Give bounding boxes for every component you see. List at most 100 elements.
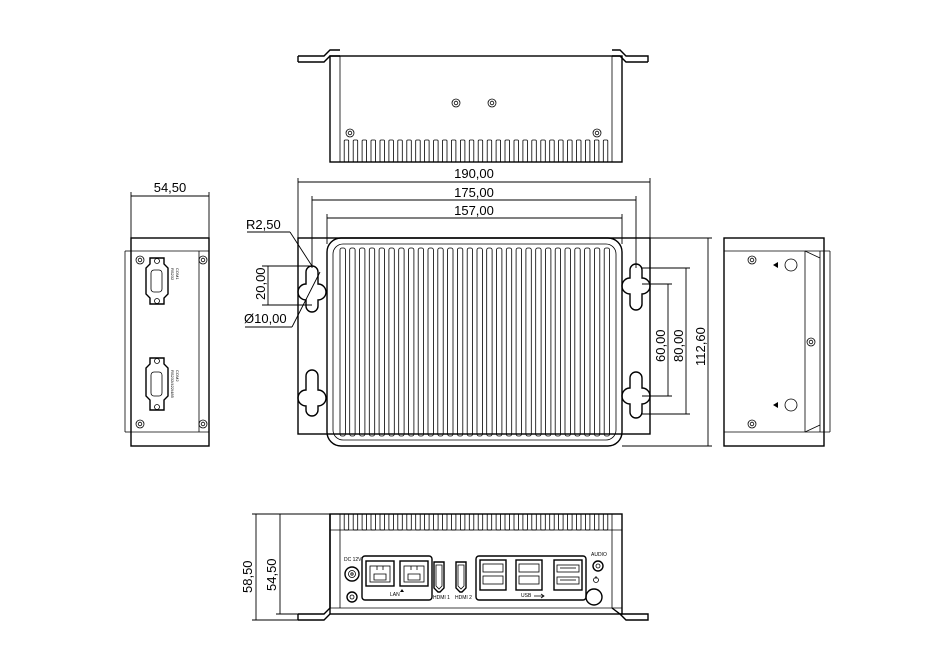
- heatsink-fin: [456, 247, 464, 437]
- top-view: [297, 49, 649, 163]
- fin: [513, 139, 519, 163]
- fin: [424, 139, 430, 163]
- dim-radius-label: R2,50: [246, 217, 281, 232]
- com1-sublabel: RS232: [170, 268, 175, 281]
- fin: [379, 513, 385, 531]
- heatsink-fin: [545, 247, 552, 437]
- fin: [522, 513, 528, 531]
- dim-side-width: 54,50: [130, 180, 210, 238]
- fin: [576, 513, 582, 531]
- hdmi1-label: HDMI 1: [433, 595, 450, 601]
- fin: [594, 513, 600, 531]
- fin: [549, 513, 555, 531]
- heatsink-fin: [584, 247, 591, 437]
- fin: [585, 513, 591, 531]
- fin: [459, 139, 466, 163]
- fin: [567, 139, 573, 163]
- fin: [450, 513, 457, 531]
- main-view: [297, 237, 651, 447]
- dim-width-body-label: 157,00: [454, 203, 494, 218]
- fin: [522, 139, 528, 163]
- heatsink-fin: [496, 247, 503, 437]
- com2-sublabel: RS232/422/485: [170, 370, 175, 399]
- heatsink-fin: [349, 247, 356, 437]
- fin: [477, 139, 484, 163]
- power-symbol-icon: [593, 576, 599, 583]
- fin: [549, 139, 555, 163]
- left-side-body: [130, 237, 210, 447]
- lan-port-group: [361, 555, 433, 601]
- usb-port-2-icon: [515, 559, 543, 591]
- fin: [585, 139, 591, 163]
- heatsink-fin: [359, 247, 366, 437]
- fin: [468, 513, 475, 531]
- com1-connector-icon: [145, 257, 169, 305]
- dim-height-body-label: 54,50: [264, 558, 279, 591]
- fin: [486, 513, 493, 531]
- keyhole-slot-top-left: [297, 265, 327, 313]
- hdmi1-port-icon: [433, 561, 445, 593]
- com2-connector-icon: [145, 357, 169, 411]
- fin: [540, 139, 546, 163]
- heatsink-fin: [408, 247, 415, 437]
- fin: [442, 513, 448, 531]
- fin: [558, 513, 564, 531]
- heatsink-fin: [486, 247, 493, 437]
- heatsink-fin: [388, 247, 395, 437]
- top-view-right-flange: [612, 55, 648, 63]
- heatsink-fin: [505, 247, 513, 437]
- fin: [468, 139, 475, 163]
- dim-side-width-label: 54,50: [154, 180, 187, 195]
- fin: [602, 513, 609, 531]
- fin: [450, 139, 457, 163]
- fin: [459, 513, 466, 531]
- lan-port-1-icon: [365, 560, 395, 587]
- dim-hole-spacing-a-label: 60,00: [653, 329, 668, 362]
- keyhole-slot-top-right: [621, 263, 651, 311]
- fin: [352, 513, 359, 531]
- fin: [504, 139, 510, 163]
- fin: [415, 513, 421, 531]
- heatsink-fins: [339, 247, 611, 437]
- fin: [442, 139, 448, 163]
- heatsink-fin: [437, 247, 444, 437]
- heatsink-fin: [368, 247, 376, 437]
- fin: [531, 513, 537, 531]
- dim-width-overall-label: 190,00: [454, 166, 494, 181]
- keyhole-slot-bottom-left: [297, 369, 327, 417]
- top-view-left-flange: [298, 55, 340, 63]
- dim-slot-height-label: 20,00: [253, 267, 268, 300]
- heatsink-fin: [594, 247, 601, 437]
- dim-width-holes-label: 175,00: [454, 185, 494, 200]
- fin: [602, 139, 609, 163]
- audio-jack-icon: [592, 560, 604, 572]
- fin: [388, 139, 394, 163]
- dim-height-overall-label: 58,50: [240, 560, 255, 593]
- fin: [352, 139, 359, 163]
- usb-port-3-icon: [553, 559, 583, 591]
- fin: [379, 139, 385, 163]
- top-view-body: [329, 55, 623, 163]
- fin: [370, 513, 376, 531]
- dim-depth-overall: 112,60: [622, 237, 712, 447]
- fin: [424, 513, 430, 531]
- dim-hole-diameter-label: Ø10,00: [244, 311, 287, 326]
- heatsink-fin: [574, 247, 581, 437]
- fin: [531, 139, 537, 163]
- fin: [495, 513, 502, 531]
- dim-radius: R2,50: [246, 217, 313, 267]
- mounting-bracket: [297, 237, 651, 435]
- fin: [433, 513, 439, 531]
- fin: [477, 513, 484, 531]
- dc-jack-icon: [344, 566, 360, 582]
- fin: [397, 513, 403, 531]
- fin: [361, 139, 368, 163]
- heatsink-fin: [564, 247, 571, 437]
- heatsink-fin: [535, 247, 542, 437]
- lan-label: LAN: [390, 592, 400, 598]
- dim-width-overall: 190,00: [297, 166, 651, 238]
- front-panel-fins: [343, 513, 609, 531]
- heatsink-fin: [466, 247, 474, 437]
- heatsink-fin: [398, 247, 405, 437]
